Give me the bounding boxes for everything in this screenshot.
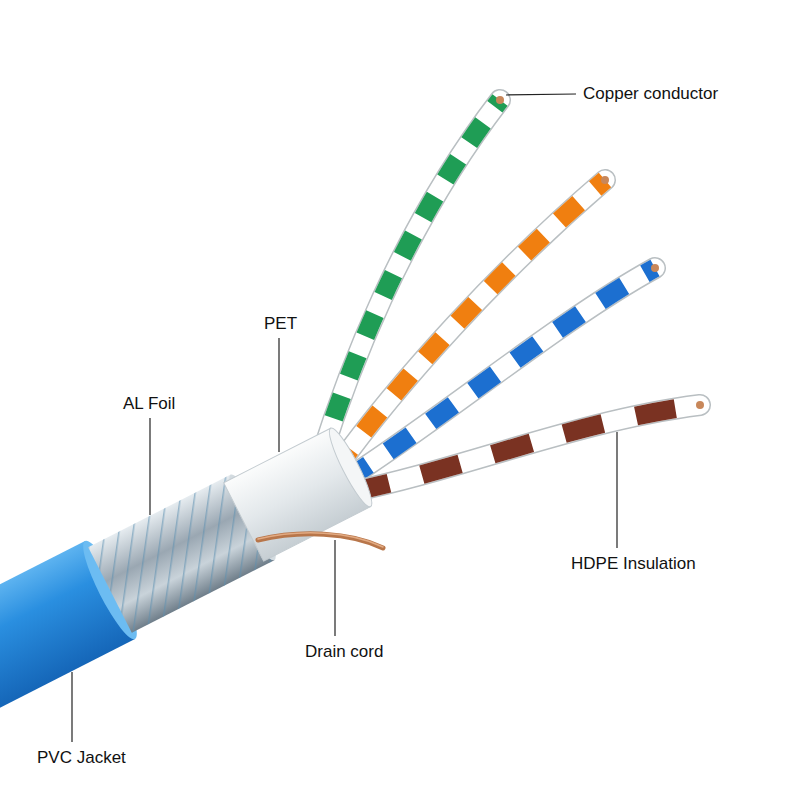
brown-pair xyxy=(350,405,700,492)
part-label: Copper conductor xyxy=(583,84,718,104)
leader-line xyxy=(616,432,617,548)
pair-outline xyxy=(320,100,500,460)
leader-line xyxy=(71,672,72,742)
leader-lines xyxy=(72,94,617,742)
copper-tip xyxy=(601,176,609,184)
pair-white xyxy=(320,100,500,460)
leader-line xyxy=(278,338,279,452)
drain-wire xyxy=(258,534,383,548)
pair-white xyxy=(350,405,700,492)
twisted-pairs xyxy=(320,96,704,492)
part-label: Drain cord xyxy=(305,642,383,662)
cable-body xyxy=(0,415,383,800)
pair-color xyxy=(350,405,700,492)
leader-line xyxy=(506,94,576,95)
leader-line xyxy=(149,418,150,515)
pair-color xyxy=(320,100,500,460)
pet-end xyxy=(323,425,377,511)
copper-tip xyxy=(496,96,504,104)
pair-outline xyxy=(350,405,700,492)
copper-tip xyxy=(651,264,659,272)
part-label: HDPE Insulation xyxy=(571,554,696,574)
copper-tip xyxy=(696,401,704,409)
part-label: PVC Jacket xyxy=(37,748,126,768)
part-label: AL Foil xyxy=(123,394,175,414)
leader-line xyxy=(334,540,335,636)
part-label: PET xyxy=(264,314,297,334)
green-pair xyxy=(320,100,500,460)
drain-wire-highlight xyxy=(258,533,383,547)
